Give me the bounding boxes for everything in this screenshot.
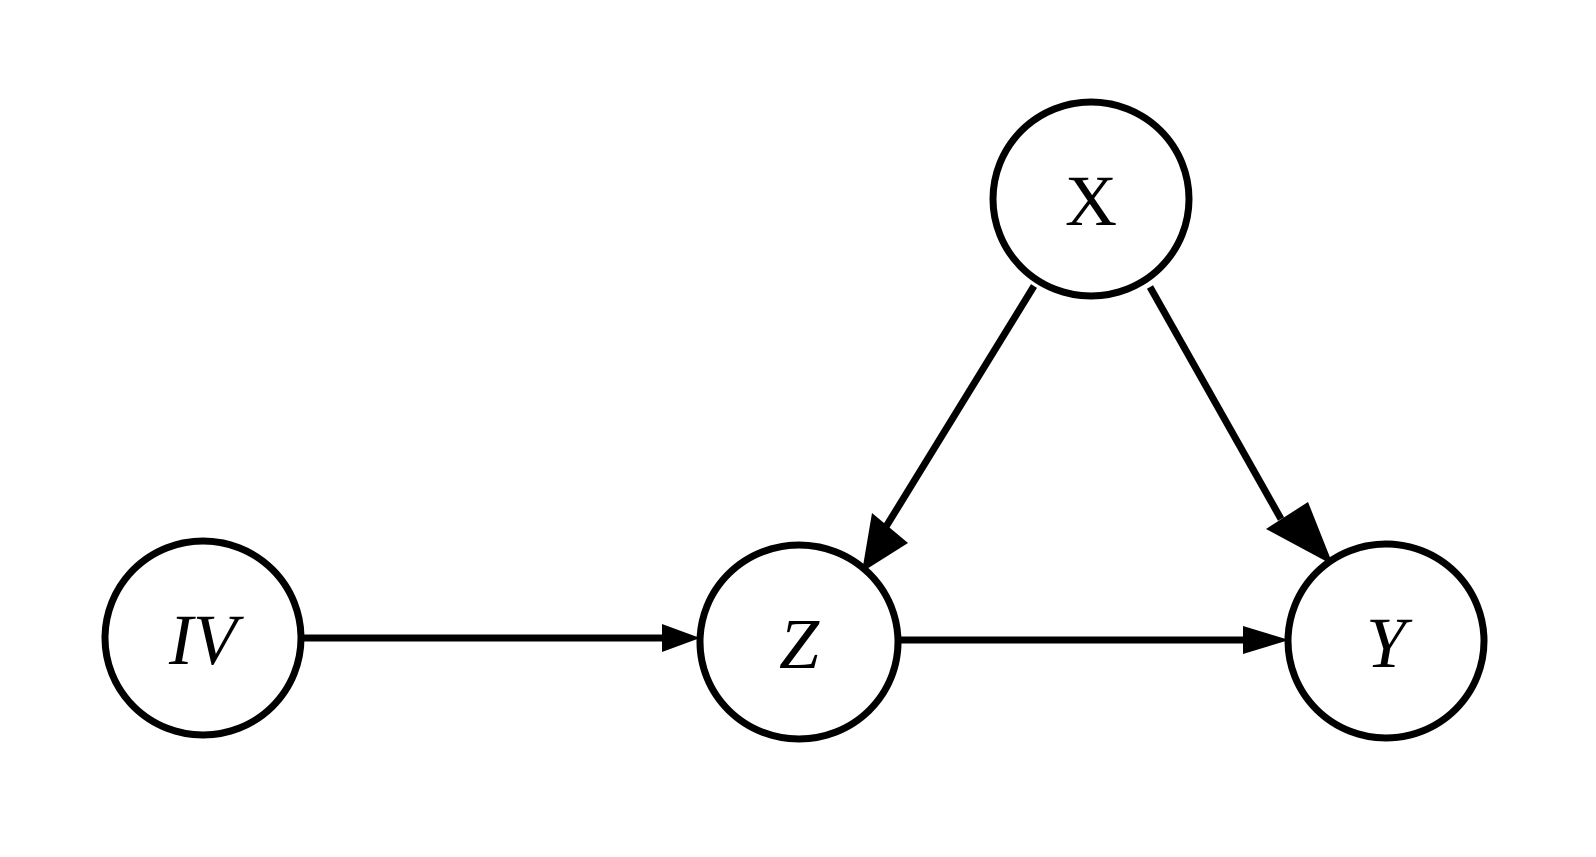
edge-x-to-y[interactable] [1146, 285, 1333, 565]
node-iv[interactable]: IV [101, 537, 305, 739]
node-label: Z [779, 604, 820, 684]
arrowhead-icon [862, 513, 908, 572]
node-outline [1284, 540, 1488, 742]
node-z[interactable]: Z [696, 541, 902, 743]
node-x[interactable]: X [989, 98, 1193, 300]
arrowhead-icon [662, 624, 700, 652]
edge-x-to-z[interactable] [862, 284, 1037, 572]
node-outline [696, 541, 902, 743]
node-y[interactable]: Y [1284, 540, 1488, 742]
node-label: X [1065, 161, 1117, 241]
edge-iv-to-z[interactable] [302, 624, 700, 652]
edge-z-to-y[interactable] [899, 626, 1289, 654]
edges-layer [302, 284, 1333, 654]
edge-shaft [1146, 285, 1285, 521]
edge-shaft [881, 284, 1037, 532]
node-label: Y [1366, 603, 1413, 683]
nodes-layer: IV Z X Y [101, 98, 1488, 743]
arrowhead-icon [1243, 626, 1289, 654]
node-outline [101, 537, 305, 739]
arrowhead-icon [1266, 502, 1333, 565]
node-outline [989, 98, 1193, 300]
node-label: IV [168, 600, 244, 680]
